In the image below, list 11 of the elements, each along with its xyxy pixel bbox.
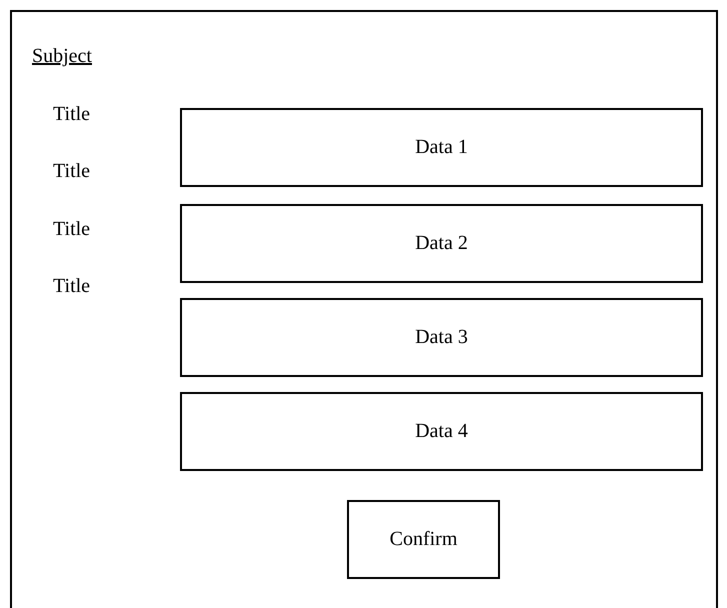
panel-frame bbox=[10, 10, 718, 608]
data-field: Data 1 bbox=[180, 108, 703, 187]
data-field: Data 2 bbox=[180, 204, 703, 283]
title-label: Title bbox=[53, 218, 90, 241]
confirm-button: Confirm bbox=[347, 500, 500, 579]
data-field: Data 3 bbox=[180, 298, 703, 377]
subject-heading: Subject bbox=[32, 45, 92, 68]
data-field: Data 4 bbox=[180, 392, 703, 471]
title-label: Title bbox=[53, 275, 90, 298]
title-label: Title bbox=[53, 160, 90, 183]
title-label: Title bbox=[53, 103, 90, 126]
